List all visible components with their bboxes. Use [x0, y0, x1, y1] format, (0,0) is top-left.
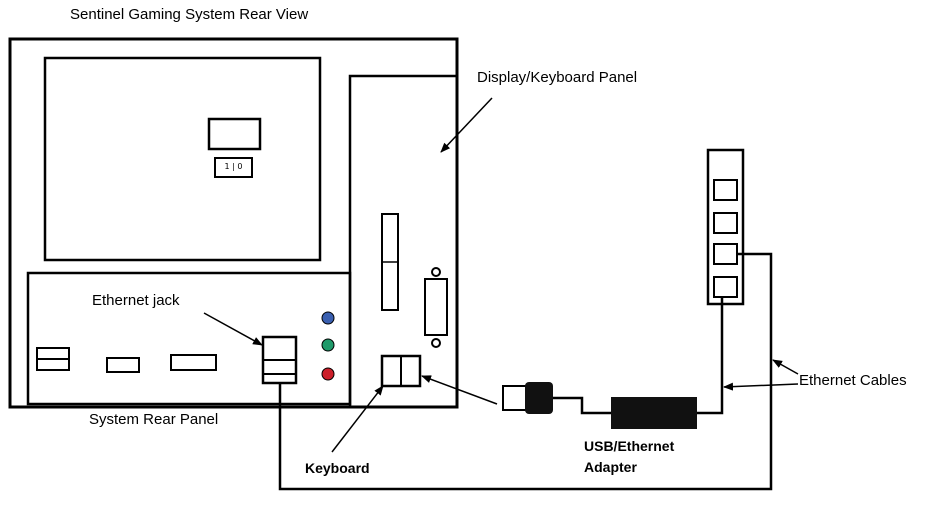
label-keyboard: Keyboard: [305, 460, 370, 476]
red-led: [321, 367, 335, 381]
system-chassis: [8, 37, 459, 409]
jack-to-switch-cable: [278, 252, 773, 491]
usb-ethernet-adapter-icon[interactable]: [611, 397, 697, 429]
arrow-ethernet-cables-lower: [723, 382, 799, 391]
power-switch-label: 1 | 0: [224, 162, 243, 171]
label-ethernet-cables: Ethernet Cables: [799, 372, 907, 389]
usb-cable: [553, 396, 611, 415]
green-led: [321, 338, 335, 352]
serial-port-screw-bottom: [431, 338, 441, 348]
label-usb-ethernet-adapter-line1: USB/Ethernet: [584, 438, 675, 454]
diagram-title: Sentinel Gaming System Rear View: [70, 6, 309, 23]
label-usb-ethernet-adapter-line2: Adapter: [584, 459, 637, 475]
usb-plug-tip: [502, 385, 528, 411]
arrow-display-keyboard-panel: [440, 97, 493, 153]
serial-port-icon[interactable]: [424, 278, 448, 336]
switch-port-1[interactable]: [713, 179, 738, 201]
adapter-to-switch-cable: [697, 297, 724, 415]
network-switch-icon: [706, 148, 745, 306]
usb-plug-icon[interactable]: [525, 382, 553, 414]
arrow-keyboard-label: [331, 385, 384, 453]
arrow-keyboard-to-port: [421, 375, 498, 405]
switch-port-4[interactable]: [713, 276, 738, 298]
label-system-rear-panel: System Rear Panel: [89, 411, 219, 428]
upper-bay: [43, 56, 322, 262]
power-switch-housing: [207, 117, 262, 151]
label-display-keyboard-panel: Display/Keyboard Panel: [477, 69, 638, 86]
label-ethernet-jack: Ethernet jack: [92, 292, 180, 309]
switch-port-3[interactable]: [713, 243, 738, 265]
arrow-ethernet-jack: [203, 312, 263, 346]
arrow-ethernet-cables-upper: [772, 359, 799, 375]
switch-port-2[interactable]: [713, 212, 738, 234]
rear-port-small[interactable]: [106, 357, 140, 373]
power-switch-icon[interactable]: [214, 157, 253, 178]
blue-led: [321, 311, 335, 325]
serial-port-screw-top: [431, 267, 441, 277]
system-rear-panel: [26, 271, 352, 406]
rear-port-wide[interactable]: [170, 354, 217, 371]
